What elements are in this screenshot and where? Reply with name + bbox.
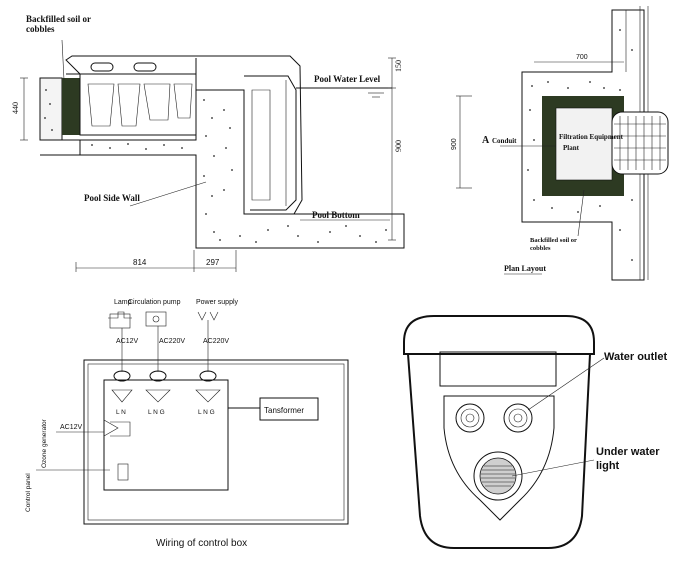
section-view: Backfilled soil or cobbles Pool Water Le… (11, 14, 405, 272)
lid-handle-right (133, 62, 157, 72)
plan-backfill-label-2: cobbles (530, 245, 551, 252)
plan-plant-label-2: Plant (563, 144, 580, 152)
lamp-connector (113, 370, 131, 382)
plan-dim-700-label: 700 (576, 54, 588, 61)
plan-backfill-label-1: Backfilled soil or (530, 237, 577, 244)
dim-150-label: 150 (394, 60, 403, 72)
lamp-voltage-label: AC12V (116, 338, 139, 345)
pump-device: Circulation pump (128, 299, 181, 327)
section-backfill-label-1: Backfilled soil or (26, 14, 91, 24)
unit-window (439, 351, 557, 387)
wiring-title: Wiring of control box (156, 538, 247, 549)
control-box-outer-frame (83, 359, 349, 525)
underwater-light-label-1: Under water (596, 446, 660, 458)
lid-handle-left (90, 62, 114, 72)
pump-terminal-label: L N G (148, 409, 165, 416)
water-outlet-leader (527, 357, 605, 411)
left-soil-block (39, 77, 63, 141)
unit-lid (403, 315, 595, 355)
underwater-light-label-2: light (596, 460, 620, 472)
plan-wall-outline (521, 9, 645, 281)
power-label: Power supply (196, 299, 239, 306)
plan-conduit-letter: A (482, 135, 490, 146)
water-outlet-right (503, 403, 533, 433)
lamp-device: Lamp (108, 299, 132, 329)
side-wall-label: Pool Side Wall (84, 193, 140, 203)
unit-front-panel (443, 395, 555, 521)
power-supply-device: Power supply (196, 299, 239, 321)
pump-label: Circulation pump (128, 299, 181, 306)
plan-plant-label-1: Filtration Equipment (559, 133, 624, 141)
dim-440-label: 440 (11, 102, 20, 114)
plan-title: Plan Layout (504, 264, 546, 273)
power-voltage-label: AC220V (203, 338, 229, 345)
light-leader (511, 459, 595, 477)
concrete-wall-section (79, 90, 405, 249)
skimmer-unit-body (65, 55, 303, 215)
control-panel-fuse (117, 463, 129, 481)
underwater-light (473, 451, 523, 501)
water-level-label: Pool Water Level (314, 74, 381, 84)
plan-dim-900-label: 900 (451, 138, 458, 150)
power-terminal-label: L N G (198, 409, 215, 416)
lamp-label: Lamp (114, 299, 132, 306)
concrete-aggregate-dots (44, 89, 387, 243)
pump-connector (149, 370, 167, 382)
ozone-generator-label: Ozone generator (41, 418, 48, 468)
backfill-hatch-section (62, 78, 80, 135)
unit-front-view: Water outlet Under water light (403, 315, 667, 549)
plan-aggregate-dots (527, 29, 633, 261)
plan-layout-view: 700 900 A Conduit Filtration Equipment P… (451, 6, 669, 281)
transformer-box (259, 397, 319, 421)
water-outlet-left (455, 403, 485, 433)
lamp-terminal-label: L N (116, 409, 126, 416)
pool-bottom-label: Pool Bottom (312, 210, 360, 220)
dim-814-label: 814 (133, 258, 147, 267)
wiring-diagram: Tansformer Lamp Circulation pump Power s… (25, 299, 349, 549)
dim-900-section-label: 900 (394, 140, 403, 152)
transformer-label: Tansformer (264, 406, 304, 415)
terminal-board (103, 379, 229, 491)
pump-voltage-label: AC220V (159, 338, 185, 345)
plan-conduit-label: Conduit (492, 137, 517, 145)
ozone-voltage-label: AC12V (60, 424, 83, 431)
control-panel-label: Control panel (25, 473, 32, 512)
section-backfill-label-2: cobbles (26, 24, 55, 34)
unit-body (406, 353, 592, 549)
dim-297-label: 297 (206, 258, 220, 267)
plan-skimmer-grating (611, 111, 669, 175)
water-outlet-label: Water outlet (604, 351, 667, 363)
power-connector (199, 370, 217, 382)
